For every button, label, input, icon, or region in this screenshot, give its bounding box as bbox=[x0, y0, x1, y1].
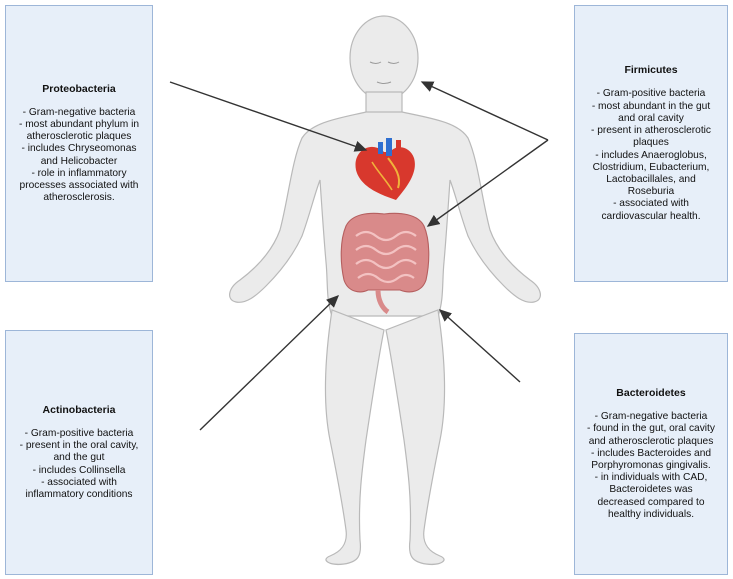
text-line: Lactobacillales, and bbox=[606, 173, 696, 185]
arrow-firmicutes-gut bbox=[426, 139, 549, 227]
text-line: healthy individuals. bbox=[607, 508, 695, 520]
proteobacteria-text: - Gram-negative bacteria - most abundant… bbox=[6, 107, 152, 205]
text-line: and Helicobacter bbox=[40, 155, 118, 167]
bacteroidetes-title: Bacteroidetes bbox=[616, 386, 686, 399]
text-line: atherosclerotic plaques bbox=[26, 131, 132, 143]
text-line: - most abundant in the gut bbox=[591, 100, 711, 112]
arrow-firmicutes-head bbox=[420, 81, 549, 141]
text-line: - in individuals with CAD, bbox=[594, 472, 708, 484]
text-line: - includes Chryseomonas bbox=[21, 143, 137, 155]
text-line: cardiovascular health. bbox=[601, 210, 701, 222]
text-line: - role in inflammatory bbox=[31, 167, 127, 179]
bacteroidetes-text: - Gram-negative bacteria - found in the … bbox=[575, 411, 727, 521]
text-line: Roseburia bbox=[627, 186, 675, 198]
arrows bbox=[169, 81, 549, 431]
text-line: - found in the gut, oral cavity bbox=[587, 423, 715, 435]
text-line: Bacteroidetes was bbox=[609, 484, 693, 496]
text-line: - Gram-positive bacteria bbox=[596, 88, 706, 100]
text-line: - present in the oral cavity, bbox=[19, 440, 139, 452]
text-line: plaques bbox=[633, 137, 669, 149]
firmicutes-text: - Gram-positive bacteria - most abundant… bbox=[575, 88, 727, 222]
actinobacteria-text: - Gram-positive bacteria - present in th… bbox=[6, 428, 152, 501]
arrow-bacteroidetes bbox=[438, 309, 521, 383]
proteobacteria-title: Proteobacteria bbox=[42, 82, 116, 95]
text-line: decreased compared to bbox=[597, 496, 705, 508]
actinobacteria-box: Actinobacteria - Gram-positive bacteria … bbox=[5, 330, 153, 575]
text-line: - Gram-negative bacteria bbox=[594, 411, 708, 423]
text-line: and atherosclerotic plaques bbox=[588, 435, 714, 447]
arrow-proteobacteria bbox=[169, 81, 368, 152]
heart-icon bbox=[355, 138, 415, 200]
text-line: - includes Collinsella bbox=[32, 464, 126, 476]
text-line: - present in atherosclerotic bbox=[590, 125, 712, 137]
text-line: - includes Anaeroglobus, bbox=[595, 149, 707, 161]
arrow-actinobacteria bbox=[199, 295, 340, 431]
face bbox=[369, 61, 400, 84]
text-line: inflammatory conditions bbox=[25, 489, 133, 500]
text-line: and the gut bbox=[53, 452, 105, 464]
bacteroidetes-box: Bacteroidetes - Gram-negative bacteria -… bbox=[574, 333, 728, 575]
text-line: processes associated with bbox=[19, 180, 139, 191]
text-line: - Gram-positive bacteria bbox=[24, 427, 134, 439]
firmicutes-title: Firmicutes bbox=[624, 64, 678, 77]
text-line: - most abundant phylum in bbox=[18, 118, 140, 130]
firmicutes-box: Firmicutes - Gram-positive bacteria - mo… bbox=[574, 5, 728, 282]
actinobacteria-title: Actinobacteria bbox=[42, 403, 116, 416]
intestine-icon bbox=[340, 212, 430, 315]
text-line: Clostridium, Eubacterium, bbox=[592, 161, 710, 173]
text-line: - associated with bbox=[41, 476, 117, 488]
text-line: atherosclerosis. bbox=[43, 192, 115, 204]
text-line: - associated with bbox=[613, 198, 689, 210]
proteobacteria-box: Proteobacteria - Gram-negative bacteria … bbox=[5, 5, 153, 282]
text-line: - includes Bacteroides and bbox=[590, 447, 712, 459]
text-line: - Gram-negative bacteria bbox=[22, 106, 136, 118]
right-leg bbox=[385, 309, 446, 565]
left-leg bbox=[324, 309, 385, 565]
text-line: and oral cavity bbox=[618, 112, 684, 124]
head bbox=[349, 15, 419, 101]
text-line: Porphyromonas gingivalis. bbox=[591, 460, 711, 471]
